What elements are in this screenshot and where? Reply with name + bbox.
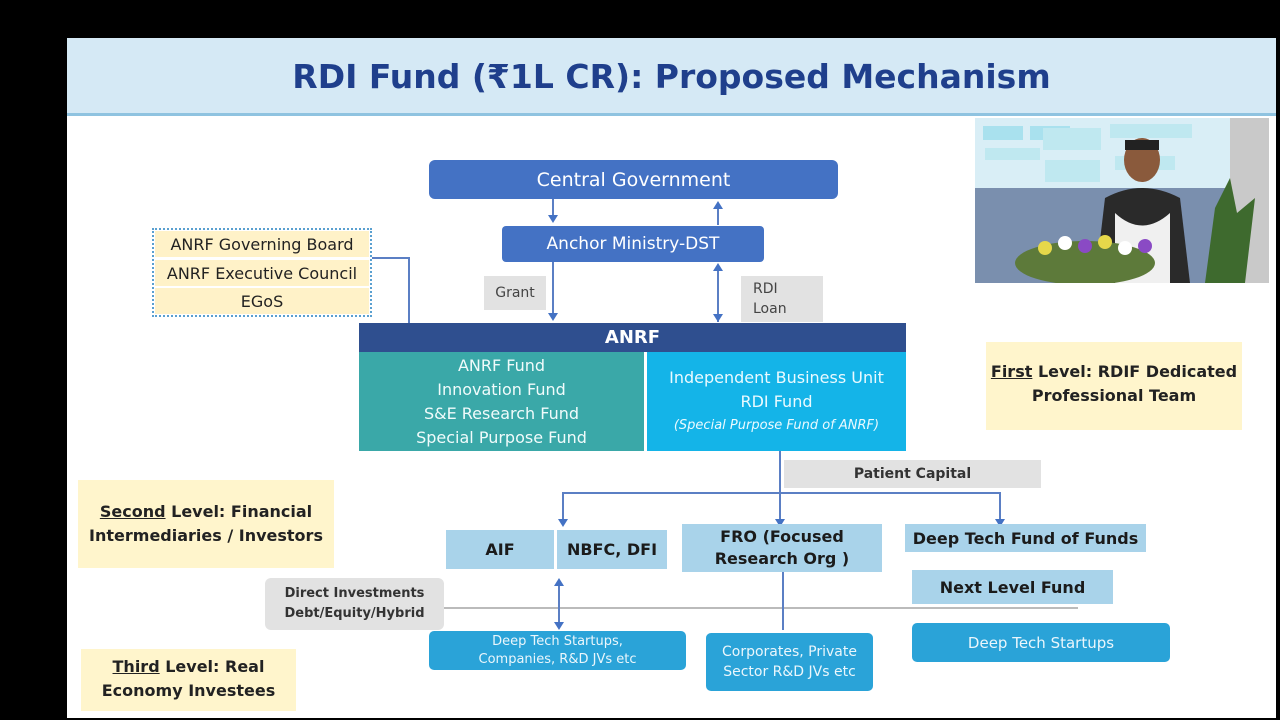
nbfc-startups-connector (558, 585, 560, 627)
deep-tech-startups-box: Deep Tech Startups (912, 623, 1170, 662)
patient-capital-label: Patient Capital (784, 460, 1041, 488)
anrf-executive-council: ANRF Executive Council (155, 260, 369, 286)
direct-investments-label: Direct Investments (284, 586, 425, 601)
arrow-up-icon (713, 263, 723, 271)
special-purpose-note: (Special Purpose Fund of ANRF) (673, 417, 880, 433)
third-level-text: Level: Real Economy Investees (101, 657, 276, 700)
debt-equity-hybrid-label: Debt/Equity/Hybrid (284, 606, 425, 621)
arrow-down-icon (995, 519, 1005, 527)
gov-ministry-connector (552, 199, 554, 216)
se-research-fund-label: S&E Research Fund (423, 403, 580, 423)
arrow-down-icon (775, 519, 785, 527)
deep-tech-fof-box: Deep Tech Fund of Funds (905, 524, 1146, 552)
second-level-note: Second Level: Financial Intermediaries /… (78, 480, 334, 568)
governance-connector-h (372, 257, 409, 259)
title-bar (67, 38, 1276, 116)
speaker-video-image (975, 118, 1269, 283)
third-level-key: Third (112, 657, 160, 676)
arrow-down-icon (548, 313, 558, 321)
fro-corporates-connector (782, 572, 784, 630)
grant-label: Grant (484, 276, 546, 310)
next-level-fund-box: Next Level Fund (912, 570, 1113, 604)
anrf-fund-label: ANRF Fund (457, 355, 546, 375)
first-level-note: First Level: RDIF Dedicated Professional… (986, 342, 1242, 430)
anrf-governing-board: ANRF Governing Board (155, 231, 369, 257)
slide-title: RDI Fund (₹1L CR): Proposed Mechanism (292, 57, 1051, 96)
arrow-up-icon (554, 578, 564, 586)
fro-box: FRO (Focused Research Org ) (682, 524, 882, 572)
arrow-up-icon (713, 201, 723, 209)
egos-box: EGoS (155, 288, 369, 314)
startups-companies-box: Deep Tech Startups, Companies, R&D JVs e… (429, 631, 686, 670)
anrf-header: ANRF (359, 323, 906, 352)
first-level-key: First (990, 362, 1033, 381)
rdi-fund-label: RDI Fund (740, 391, 813, 411)
special-purpose-fund-label: Special Purpose Fund (416, 427, 587, 447)
direct-investments-box: Direct Investments Debt/Equity/Hybrid (265, 578, 444, 630)
distribution-connector (562, 492, 1000, 494)
anrf-funds-box: ANRF Fund Innovation Fund S&E Research F… (359, 352, 644, 451)
rdi-loan-label: RDI Loan (741, 276, 823, 322)
rdi-fund-box: Independent Business Unit RDI Fund (Spec… (647, 352, 906, 451)
central-government-box: Central Government (429, 160, 838, 199)
arrow-down-icon (554, 622, 564, 630)
direct-investments-line (444, 607, 1078, 609)
governance-connector-v (408, 257, 410, 323)
arrow-down-icon (558, 519, 568, 527)
grant-connector (552, 262, 554, 314)
second-level-key: Second (99, 502, 166, 521)
arrow-down-icon (713, 314, 723, 322)
innovation-fund-label: Innovation Fund (437, 379, 566, 399)
first-level-text: Level: RDIF Dedicated Professional Team (1031, 362, 1238, 405)
aif-box: AIF (446, 530, 554, 569)
third-level-note: Third Level: Real Economy Investees (81, 649, 296, 711)
governance-group (152, 228, 372, 317)
rdi-fund-down-connector (779, 451, 781, 521)
rdi-loan-connector (717, 270, 719, 322)
nbfc-dfi-box: NBFC, DFI (557, 530, 667, 569)
ibu-label: Independent Business Unit (669, 367, 884, 387)
anchor-ministry-box: Anchor Ministry-DST (502, 226, 764, 262)
fof-connector (999, 492, 1001, 520)
ministry-gov-connector (717, 208, 719, 225)
corporates-box: Corporates, Private Sector R&D JVs etc (706, 633, 873, 691)
aif-connector (562, 492, 564, 520)
arrow-down-icon (548, 215, 558, 223)
speaker-video-inset (975, 118, 1269, 283)
second-level-text: Level: Financial Intermediaries / Invest… (89, 502, 323, 545)
